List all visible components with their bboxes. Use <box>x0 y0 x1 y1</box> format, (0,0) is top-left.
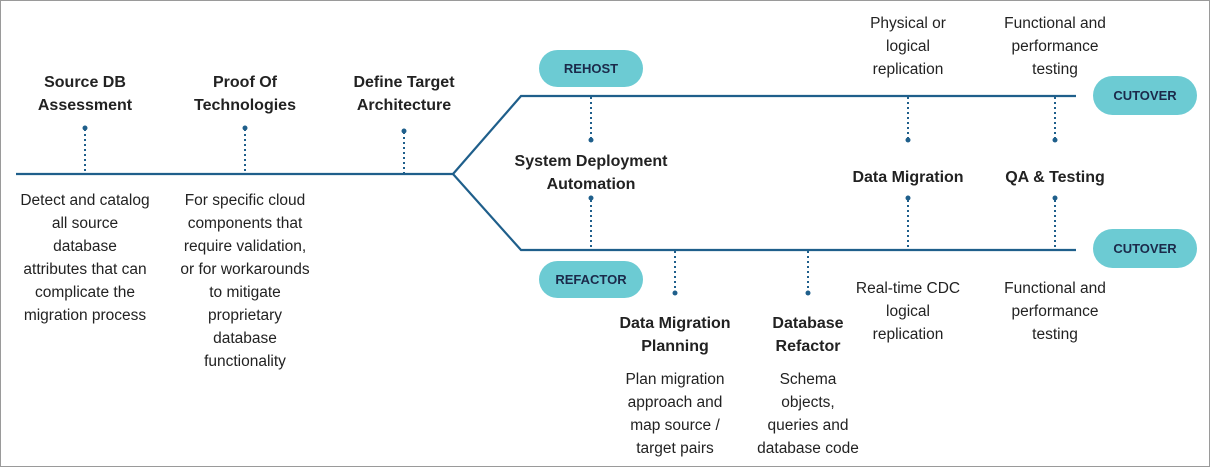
refactor-pill: REFACTOR <box>539 261 643 298</box>
top-testing-note: Functional and performance testing <box>1004 15 1106 78</box>
top-testing-connector <box>1052 97 1058 143</box>
replication-connector <box>905 97 911 143</box>
cutover-top-pill: CUTOVER <box>1093 76 1197 115</box>
system-deploy-title: System Deployment Automation <box>514 153 668 193</box>
system-deploy-bottom-connector <box>588 195 594 249</box>
source-db-title: Source DB Assessment <box>37 74 133 114</box>
qa-connector <box>1052 195 1058 249</box>
bottom-testing-note: Functional and performance testing <box>1004 280 1106 343</box>
replication-note: Physical or logical replication <box>870 15 946 78</box>
qa-title: QA & Testing <box>1005 169 1105 186</box>
system-deploy-top-connector <box>588 97 594 143</box>
rehost-branch-line <box>452 94 1076 175</box>
cdc-note: Real-time CDC logical replication <box>855 280 961 343</box>
source-db-desc: Detect and catalog all source database a… <box>20 192 150 324</box>
db-refactor-title: Database Refactor <box>772 315 844 355</box>
define-title: Define Target Architecture <box>353 74 455 114</box>
data-migration-connector <box>905 195 911 249</box>
source-db-connector <box>82 125 88 173</box>
proof-desc: For specific cloud components that requi… <box>180 192 310 370</box>
proof-connector <box>242 125 248 173</box>
db-refactor-desc: Schema objects, queries and database cod… <box>757 371 859 457</box>
dm-planning-connector <box>672 251 678 296</box>
rehost-pill: REHOST <box>539 50 643 87</box>
proof-title: Proof Of Technologies <box>194 74 296 114</box>
dm-planning-title: Data Migration Planning <box>619 315 731 355</box>
define-connector <box>401 128 407 173</box>
dm-planning-desc: Plan migration approach and map source /… <box>625 371 725 457</box>
db-refactor-connector <box>805 251 811 296</box>
cutover-bottom-pill: CUTOVER <box>1093 229 1197 268</box>
data-migration-title: Data Migration <box>852 169 964 186</box>
refactor-branch-line <box>452 173 1076 252</box>
